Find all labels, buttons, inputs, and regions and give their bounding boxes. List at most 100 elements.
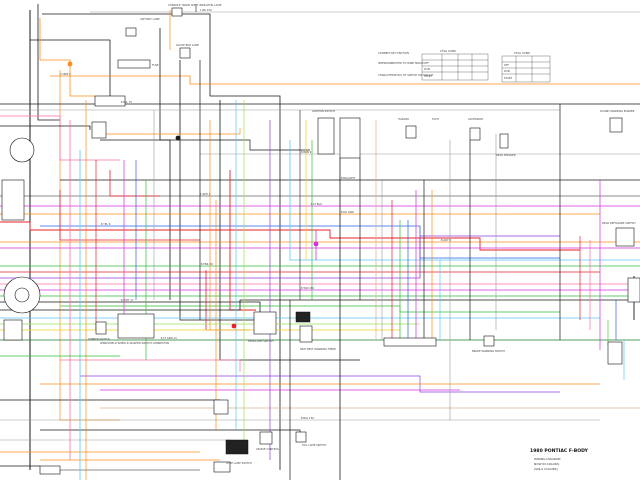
- switch-table-1-row-1: OFF: [424, 61, 430, 65]
- label-brake-warning: BRAKE WARNING SWITCH: [472, 349, 505, 353]
- wire-green: [60, 305, 560, 313]
- headlamp-block: [295, 311, 311, 323]
- label-ignition-switch: IGNITION SWITCH: [312, 109, 335, 113]
- speedometer-gauge: [9, 137, 35, 163]
- label-ashtray: ASHTRAY LAMP: [140, 17, 160, 21]
- wire-red: [59, 190, 200, 241]
- label-rear-defogger: REAR DEFOGGER SWITCH: [602, 221, 636, 225]
- wire-lightblue: [289, 140, 640, 261]
- label-sound-warning: SOUND WARNING BUZZER: [600, 109, 635, 113]
- right-lamp: [499, 133, 509, 149]
- switch-table-2-row-3: START: [504, 76, 512, 80]
- component-labels: CONSOLE TRANS SHIFT INDICATOR LAMP ASHTR…: [88, 3, 636, 465]
- label-tail-lamp: TAIL LAMP SWITCH: [302, 443, 326, 447]
- console-trans-lamp: [171, 7, 183, 17]
- headlamp-switch: [253, 311, 277, 335]
- lamp-cluster: [3, 319, 23, 341]
- wire-black: [0, 125, 91, 130]
- label-wiper-switch: WINDSHIELD WIPER & WASHER SWITCH CONNECT…: [100, 341, 169, 345]
- wire-black: [30, 39, 111, 100]
- label-headlamp-switch: HEADLAMP SWITCH: [248, 339, 273, 343]
- diagram-subtitle-3: (SOLA COLORS): [534, 467, 558, 471]
- fuel-gauge: [14, 287, 30, 303]
- wire-label: .8 GRY 8: [440, 238, 451, 242]
- wire-label: .8 BLK/WHT: [340, 176, 356, 180]
- seat-belt-switch: [213, 461, 231, 473]
- label-cruise-control: CRUISE CONTROL: [256, 447, 280, 451]
- splice-node: [313, 241, 319, 247]
- label-console-trans: CONSOLE TRANS SHIFT INDICATOR LAMP: [168, 3, 222, 7]
- wire-pink: [60, 359, 241, 372]
- switch-table-2-row-1: OFF: [504, 63, 510, 67]
- switch-cluster: [91, 121, 107, 139]
- wire-black: [179, 60, 254, 321]
- wire-label: .8 YEL 6: [100, 222, 111, 226]
- wire-label: .8 LT GRN 14: [160, 336, 177, 340]
- switch-table-2-row-2: RUN: [504, 69, 510, 73]
- label-dimmer-switch: DIMMER SWITCH: [88, 337, 110, 341]
- wire-red: [109, 170, 160, 197]
- wire-orange: [59, 70, 120, 421]
- switch-table-2-title: CTSG CONN: [514, 51, 530, 55]
- wire-label: 2 ORN 2: [60, 72, 71, 76]
- radio-connector: [94, 95, 126, 107]
- wire-orange: [50, 75, 640, 85]
- label-glove-box: GLOVE BOX LAMP: [176, 43, 199, 47]
- legend: CONNECTOR FUNCTION INTERCONNECTED TO WIR…: [378, 51, 434, 77]
- wire-label: .8 PPL 75: [120, 100, 132, 104]
- wire-label: .8 BRN 9: [300, 150, 312, 154]
- wire-red: [229, 170, 256, 311]
- switch-table-1-title: CTSG CONN: [440, 49, 456, 53]
- seat-belt-timer: [299, 325, 313, 343]
- rear-defogger-switch: [615, 227, 635, 247]
- wire-black: [42, 13, 281, 470]
- tach-connector: [469, 127, 481, 141]
- brake-warning-switch: [483, 335, 495, 347]
- diagram-subtitle-1: WIRING DIAGRAM: [534, 457, 561, 461]
- cruise-control-connector: [259, 431, 273, 445]
- label-rear-speaker: REAR SPEAKER: [496, 153, 516, 157]
- right-bottom-switch: [607, 341, 623, 365]
- wire-black: [159, 28, 171, 300]
- instrument-cluster-connector: [1, 179, 25, 221]
- label-accessory: ACCESSORY: [468, 117, 484, 121]
- splice-node: [67, 61, 73, 67]
- wire-black: [100, 139, 310, 151]
- label-fuse: FUSE: [152, 63, 159, 67]
- wire-orange: [100, 128, 241, 135]
- switch-table-1-row-2: RUN: [424, 67, 430, 71]
- buzzer: [295, 431, 307, 443]
- switch-table-1: CTSG CONN OFF RUN START: [421, 49, 489, 81]
- fuse-block: [117, 59, 151, 69]
- wiper-switch-connector: [117, 313, 155, 339]
- wire-label: .8 PNK 39: [200, 262, 213, 266]
- label-hazard: HAZARD: [398, 117, 409, 121]
- wire-label: 1 RED 2: [200, 192, 211, 196]
- stop-lamp-block: [213, 399, 229, 415]
- label-stop-lamp: STOP LAMP SWITCH: [226, 461, 252, 465]
- splice-node: [231, 323, 237, 329]
- wire-orange: [39, 18, 95, 97]
- glove-box-switch: [179, 47, 191, 59]
- wire-label: .8 BLK 150: [300, 416, 314, 420]
- hazard-switch: [405, 125, 417, 139]
- wire-black: [0, 301, 261, 312]
- label-tach: TACH: [432, 117, 439, 121]
- right-connector: [627, 277, 640, 303]
- diagram-subtitle-2: NOW IN COLORS: [534, 462, 559, 466]
- legend-item-1: CONNECTOR FUNCTION: [378, 51, 409, 55]
- wire-pink: [0, 115, 120, 161]
- stop-lamp-switch: [225, 439, 249, 455]
- wire-label: .8 LT BLU: [310, 202, 322, 206]
- bottom-connector-strip: [383, 337, 437, 347]
- title-block: 1980 PONTIAC F-BODY WIRING DIAGRAM NOW I…: [530, 448, 589, 471]
- rear-speaker-connector: [609, 117, 623, 133]
- label-seat-belt: SEAT BELT WARNING TIMER: [300, 347, 336, 351]
- wire-label: .8 WHT 17: [120, 298, 134, 302]
- ignition-switch-block: [339, 117, 361, 159]
- bottom-left-connector: [39, 465, 61, 475]
- legend-item-3: CHARACTERISTICS OF SWITCH OR CIRCUIT: [378, 73, 434, 77]
- wires-layer: [0, 4, 640, 480]
